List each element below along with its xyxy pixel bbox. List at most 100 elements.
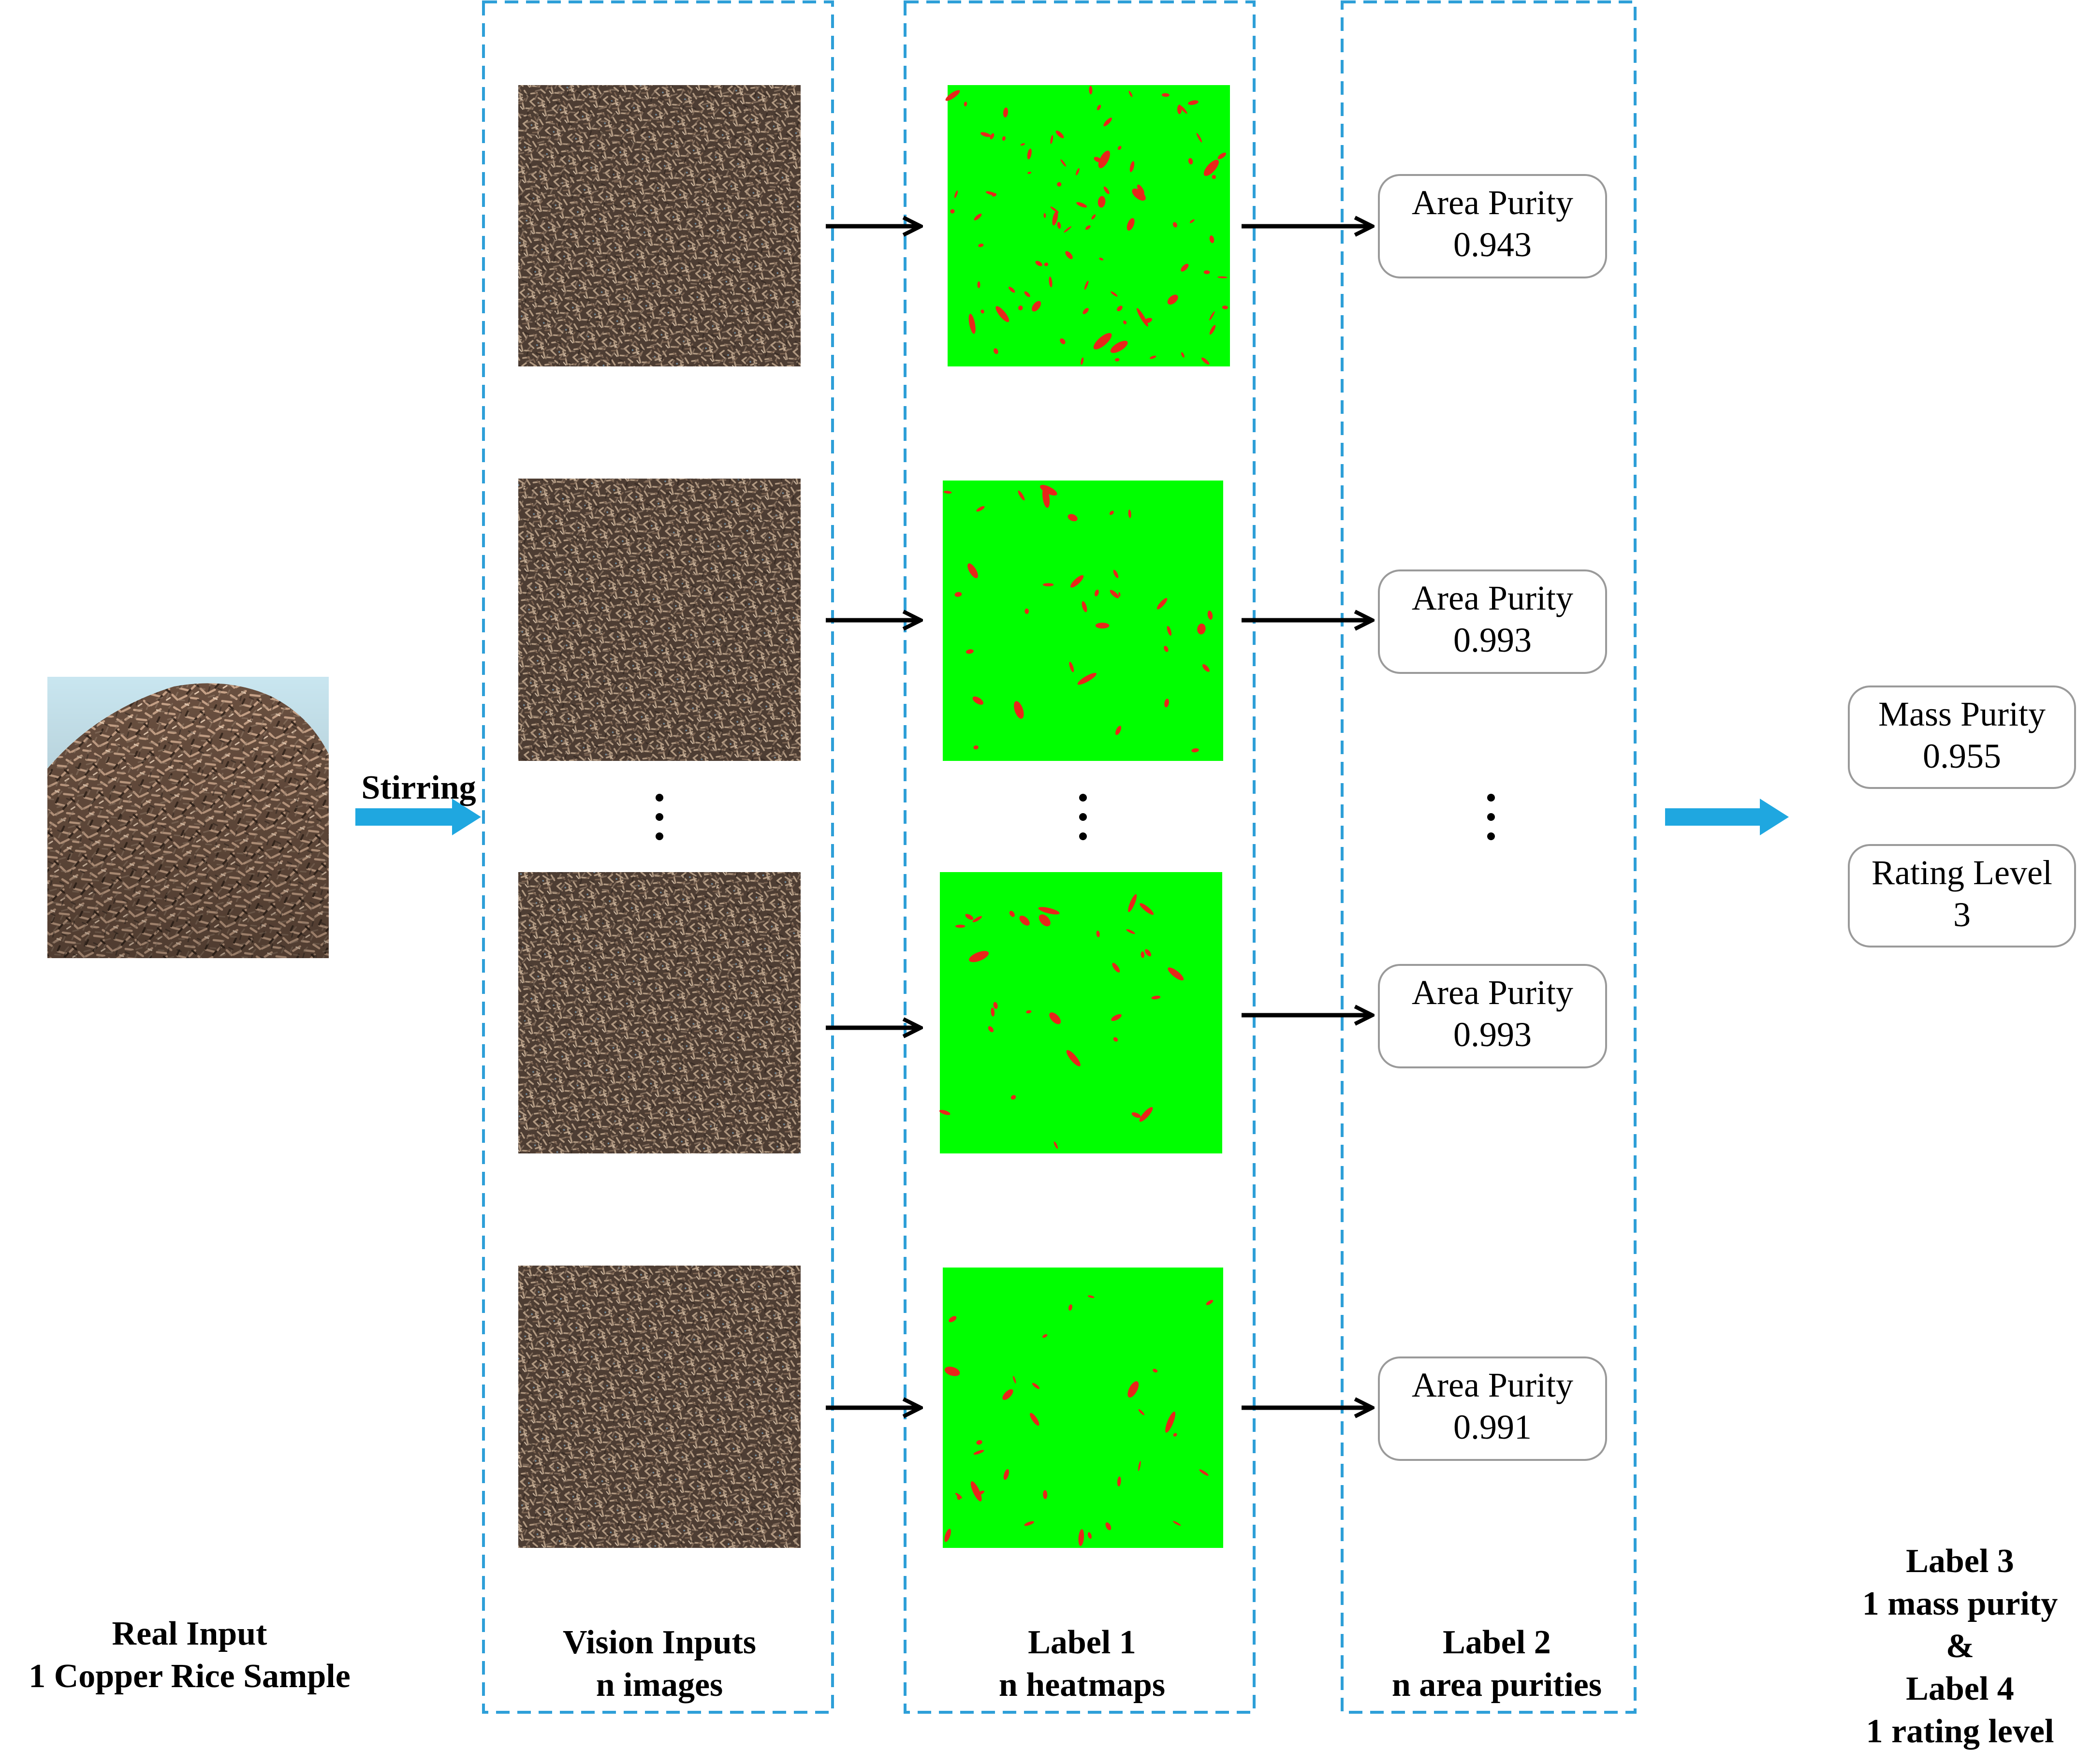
defect-mark [1070, 575, 1084, 588]
defect-mark [955, 924, 965, 928]
defect-mark [1060, 159, 1067, 167]
defect-mark [1138, 1461, 1141, 1472]
real-input-title: Real Input [112, 1615, 267, 1652]
defect-mark [939, 1109, 951, 1115]
defect-mark [1084, 280, 1089, 290]
rating-level-label: Rating Level [1872, 853, 2052, 892]
label3-title: Label 3 [1906, 1543, 2014, 1580]
defect-mark [994, 348, 998, 354]
defect-mark [1024, 1521, 1034, 1526]
defect-mark [1151, 995, 1161, 1000]
defect-mark [1024, 608, 1029, 614]
defect-mark [1137, 184, 1144, 195]
defect-mark [1049, 277, 1053, 288]
vision-input-image [518, 872, 801, 1153]
defect-mark [1143, 318, 1153, 323]
defect-mark [1110, 590, 1119, 598]
defect-mark [1180, 105, 1187, 114]
heatmaps-frame [904, 0, 1256, 1714]
defect-mark [1024, 291, 1030, 297]
defect-mark [1138, 1409, 1145, 1415]
heatmap-image [945, 85, 1230, 366]
defect-mark [944, 1367, 960, 1376]
defect-mark [1069, 661, 1074, 672]
area-purity-box: Area Purity 0.943 [1378, 174, 1607, 278]
defect-mark [1085, 225, 1091, 230]
defect-mark [1126, 218, 1135, 231]
defect-mark [950, 209, 955, 214]
defect-mark [1117, 146, 1122, 150]
mass-purity-box: Mass Purity 0.955 [1848, 685, 2076, 789]
label2-subtitle: n area purities [1392, 1666, 1602, 1704]
vision-input-image [518, 479, 801, 761]
defect-mark [1222, 306, 1228, 309]
defect-mark [1095, 623, 1110, 629]
defect-mark [967, 563, 978, 579]
defect-mark [1035, 261, 1042, 266]
defect-mark [991, 1007, 995, 1017]
defect-mark [1081, 357, 1084, 365]
defect-mark [1064, 226, 1071, 233]
defect-mark [1044, 262, 1049, 266]
area-purity-box: Area Purity 0.993 [1378, 964, 1607, 1068]
defect-mark [1196, 133, 1202, 143]
defect-mark [1203, 270, 1210, 275]
defect-mark [1188, 100, 1199, 105]
defect-mark [1181, 352, 1185, 358]
defect-mark [1049, 1012, 1061, 1024]
vision-inputs-frame [482, 0, 834, 1714]
defect-mark [1115, 358, 1120, 362]
defect-mark [1115, 726, 1122, 735]
defect-mark [1181, 263, 1189, 272]
defect-mark [1217, 152, 1227, 160]
defect-mark [1113, 1037, 1118, 1042]
defect-mark [1014, 701, 1024, 719]
mass-purity-label: Mass Purity [1878, 695, 2046, 733]
defect-mark [1217, 276, 1228, 278]
defect-mark [977, 281, 980, 288]
defect-mark [1094, 589, 1099, 597]
defect-mark [988, 1026, 994, 1033]
stirring-label: Stirring [361, 769, 476, 806]
heatmap-image [939, 872, 1222, 1153]
defect-mark [1150, 355, 1156, 359]
vision-input-image [518, 1266, 801, 1548]
defect-mark [1076, 168, 1080, 175]
defect-mark [1089, 86, 1093, 95]
defect-mark [1164, 699, 1169, 708]
defect-mark [974, 213, 982, 220]
defect-mark [943, 491, 952, 494]
defect-mark [992, 193, 997, 197]
defect-mark [976, 1490, 984, 1496]
defect-mark [1065, 251, 1073, 259]
defect-mark [1197, 623, 1206, 635]
defect-mark [1188, 158, 1193, 165]
rating-level-value: 3 [1953, 895, 1971, 934]
defect-mark [1103, 186, 1110, 194]
ampersand: & [1946, 1628, 1974, 1665]
defect-mark [1032, 1383, 1040, 1389]
defect-mark [1097, 104, 1101, 111]
defect-mark [1123, 321, 1127, 324]
area-purity-value: 0.943 [1453, 225, 1532, 264]
defect-mark [1057, 221, 1061, 229]
defect-mark [1099, 258, 1104, 261]
defect-mark [1132, 188, 1146, 201]
defect-mark [1066, 1050, 1081, 1066]
defect-mark [1032, 301, 1041, 312]
defect-mark [968, 314, 976, 334]
defect-mark [1199, 1469, 1209, 1476]
defect-mark [1013, 1376, 1016, 1384]
label4-subtitle: 1 rating level [1866, 1713, 2054, 1750]
defect-mark [972, 696, 983, 705]
heatmap-image [943, 481, 1223, 761]
defect-mark [1093, 342, 1100, 350]
defect-mark [1139, 1107, 1153, 1122]
area-purity-box: Area Purity 0.991 [1378, 1356, 1607, 1461]
defect-mark [1003, 1469, 1009, 1480]
defect-mark [980, 309, 984, 314]
defect-mark [973, 1450, 984, 1455]
defect-mark [1003, 107, 1009, 117]
